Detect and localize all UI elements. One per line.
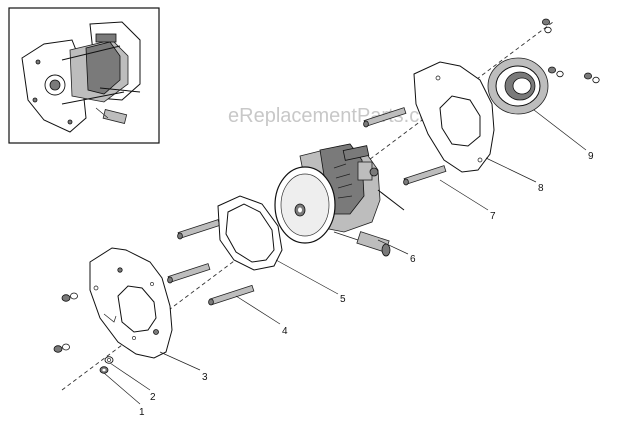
tie-rod-part-7 [403,165,447,186]
callout-2: 2 [150,392,156,403]
hex-nut-cluster-left [53,292,78,353]
hex-nut-cluster-right [542,18,600,84]
hex-nut-part-1 [99,366,109,374]
callout-5: 5 [340,294,346,305]
tie-rod-part-4 [208,284,255,306]
tie-rod-upper-right [363,107,407,128]
pump-motor-assembly-part-6 [274,143,405,257]
tie-rod-lower-left [167,263,211,284]
callout-4: 4 [282,326,288,337]
washer-part-2 [104,356,114,364]
tie-rod-upper-left [177,219,221,240]
assembled-view-inset [8,7,160,144]
callout-9: 9 [588,151,594,162]
leader-lines [103,109,587,405]
watermark: eReplacementParts.com [228,105,447,127]
callout-1: 1 [139,407,145,418]
gasket-ring-part-5 [217,195,283,271]
callout-3: 3 [202,372,208,383]
callout-6: 6 [410,254,416,265]
rear-mounting-plate-part-8 [413,61,495,173]
callout-8: 8 [538,183,544,194]
callout-7: 7 [490,211,496,222]
front-mounting-plate-part-3 [89,247,173,359]
seal-ring-part-9 [487,57,549,115]
